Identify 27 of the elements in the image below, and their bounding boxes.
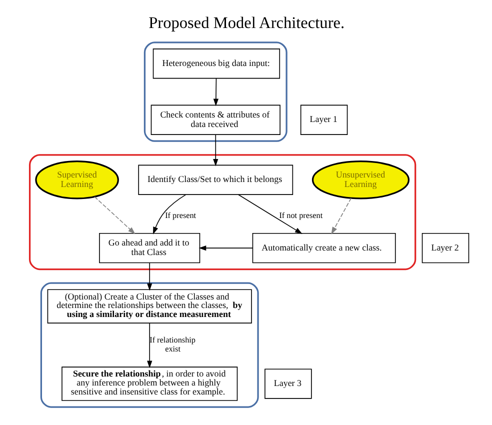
arrow — [331, 198, 352, 234]
node-box: (Optional) Create a Cluster of the Classes and determine the relationships between the classes, by using a similarity or distance measurement — [47, 289, 252, 324]
cluster — [144, 42, 288, 142]
node-ellipse: Unsupervised Learning — [312, 160, 410, 200]
cluster — [28, 154, 416, 270]
arrow — [213, 134, 218, 166]
edge-label: If relationship exist — [150, 336, 196, 354]
node-box: Layer 3 — [264, 368, 312, 399]
arrow — [198, 246, 253, 251]
arrow — [238, 194, 302, 234]
node-box: Check contents & attributes of data received — [150, 104, 280, 135]
node-box: Automatically create a new class. — [252, 232, 396, 264]
edge-label: If not present — [279, 210, 323, 220]
node-ellipse: Supervised Learning — [35, 160, 119, 200]
node-box: Heterogeneous big data input: — [152, 48, 280, 79]
node-box: Secure the relationship, in order to avoid any inference problem between a highly sensitive and insensitive class for example. — [62, 366, 238, 401]
arrow — [94, 196, 136, 234]
arrow — [147, 262, 152, 291]
node-box: Layer 1 — [300, 104, 348, 135]
node-box: Layer 2 — [422, 232, 470, 264]
node-box: Go ahead and add it to that Class — [99, 232, 200, 264]
node-box: Identify Class/Set to which it belongs — [138, 164, 294, 195]
arrow — [153, 194, 186, 234]
arrow — [147, 322, 152, 368]
edge-label: If present — [165, 210, 196, 220]
arrow — [213, 78, 218, 106]
diagram-title: Proposed Model Architecture. — [148, 12, 345, 32]
